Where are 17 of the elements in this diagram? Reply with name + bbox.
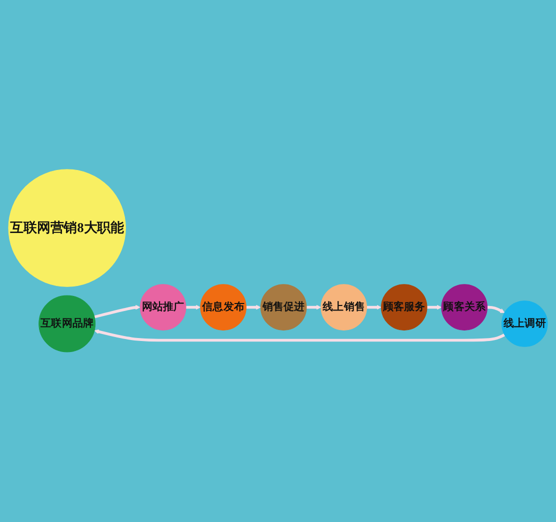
arrow [94, 330, 506, 342]
node-circle: 线上销售 [320, 284, 367, 331]
node-circle: 信息发布 [200, 284, 246, 331]
node-circle: 互联网营销8大职能 [8, 169, 126, 288]
node-circle: 线上调研 [502, 300, 548, 348]
arrow [366, 305, 382, 310]
arrow [426, 305, 442, 310]
arrow [306, 305, 322, 310]
node-circle: 销售促进 [260, 284, 307, 331]
node-circle: 顾客服务 [380, 284, 428, 331]
arrow [487, 306, 505, 314]
arrow [186, 305, 201, 310]
node-circle: 网站推广 [140, 284, 186, 331]
arrow [94, 305, 140, 319]
arrow [246, 305, 261, 310]
node-circle: 互联网品牌 [38, 296, 96, 353]
node-circle: 顾客关系 [441, 284, 488, 331]
